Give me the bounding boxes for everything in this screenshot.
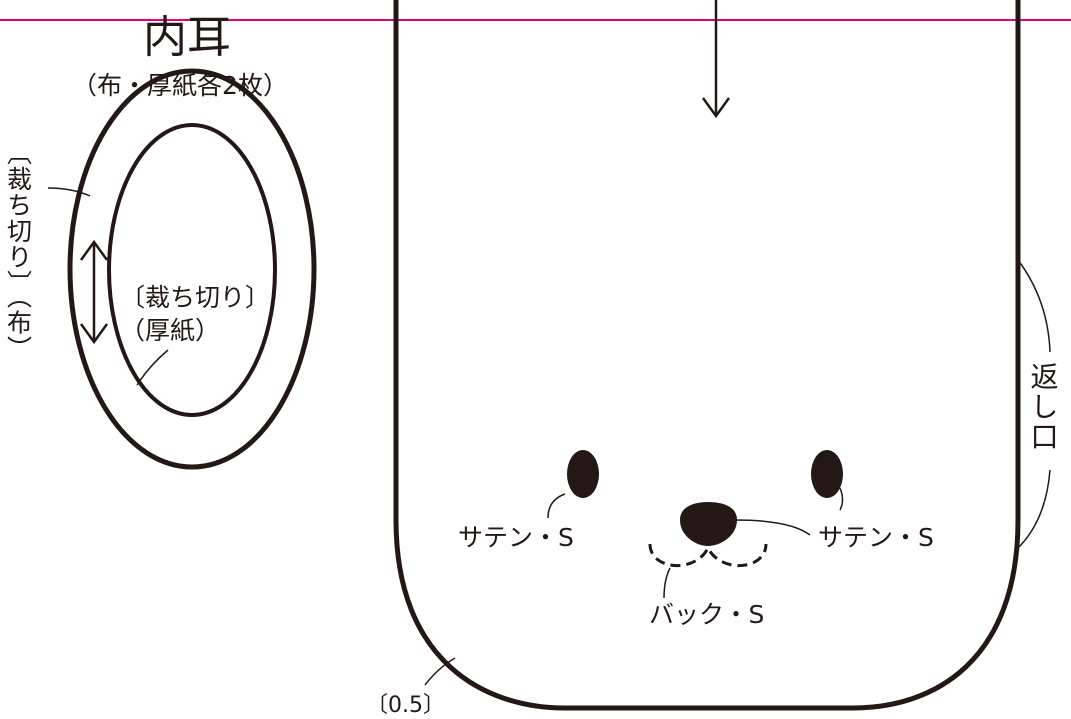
left-eye bbox=[567, 450, 599, 498]
right-eye-leader bbox=[839, 487, 844, 511]
grain-arrow-down bbox=[701, 0, 731, 119]
seam-allowance-leader bbox=[424, 657, 456, 686]
nose-label: サテン・S bbox=[818, 523, 934, 552]
cut-card-label-line2: （厚紙） bbox=[120, 316, 220, 345]
nose bbox=[680, 502, 737, 546]
cloth-leader-line bbox=[47, 187, 91, 197]
ear-inner-outline bbox=[107, 123, 277, 417]
right-eye bbox=[811, 450, 843, 498]
cut-cloth-label: 〔裁ち切り〕（布） bbox=[4, 140, 33, 362]
mouth-stitch bbox=[648, 543, 768, 568]
card-leader-line bbox=[136, 349, 169, 386]
mouth-leader bbox=[663, 567, 671, 599]
grain-arrow bbox=[79, 239, 109, 345]
opening-bracket bbox=[1017, 259, 1051, 549]
body-outline bbox=[393, 0, 1021, 711]
opening-label: 返し口 bbox=[1027, 362, 1060, 452]
left-eye-label: サテン・S bbox=[458, 523, 574, 552]
nose-leader bbox=[734, 519, 811, 536]
ear-outer-outline bbox=[67, 68, 317, 470]
inner-ear-subtitle: （布・厚紙各2枚） bbox=[72, 71, 288, 100]
mouth-label: バック・S bbox=[649, 600, 764, 629]
inner-ear-title: 内耳 bbox=[143, 12, 231, 63]
seam-allowance-label: 〔0.5〕 bbox=[366, 693, 445, 718]
cut-card-label-line1: 〔裁ち切り〕 bbox=[120, 283, 270, 312]
left-eye-leader bbox=[547, 493, 566, 519]
